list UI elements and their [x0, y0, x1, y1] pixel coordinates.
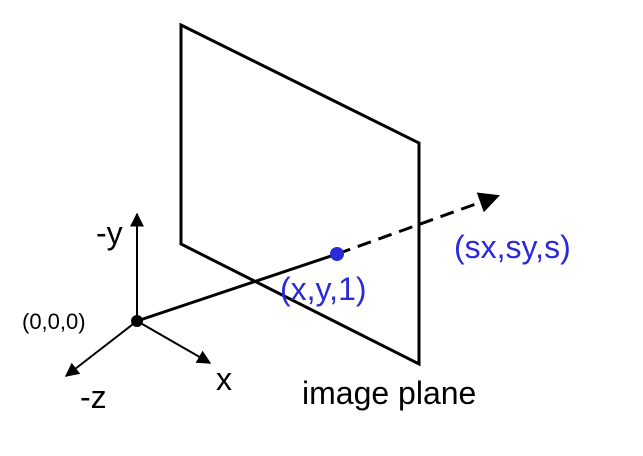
- projection-ray-dashed: [336, 192, 500, 256]
- image-point-label: (x,y,1): [280, 271, 367, 307]
- image-plane-label: image plane: [302, 375, 476, 411]
- neg-z-axis-arrow: [64, 320, 138, 377]
- x-axis-arrow: [136, 320, 212, 364]
- neg-y-axis-label: -y: [96, 215, 123, 251]
- origin-label: (0,0,0): [22, 309, 86, 334]
- origin-point: [131, 315, 143, 327]
- neg-z-axis-label: -z: [80, 379, 107, 415]
- x-axis-label: x: [216, 361, 232, 397]
- image-plane-shape: [179, 22, 421, 367]
- image-point: [330, 247, 344, 261]
- projection-ray-solid: [136, 252, 338, 323]
- ray-point-label: (sx,sy,s): [454, 229, 571, 265]
